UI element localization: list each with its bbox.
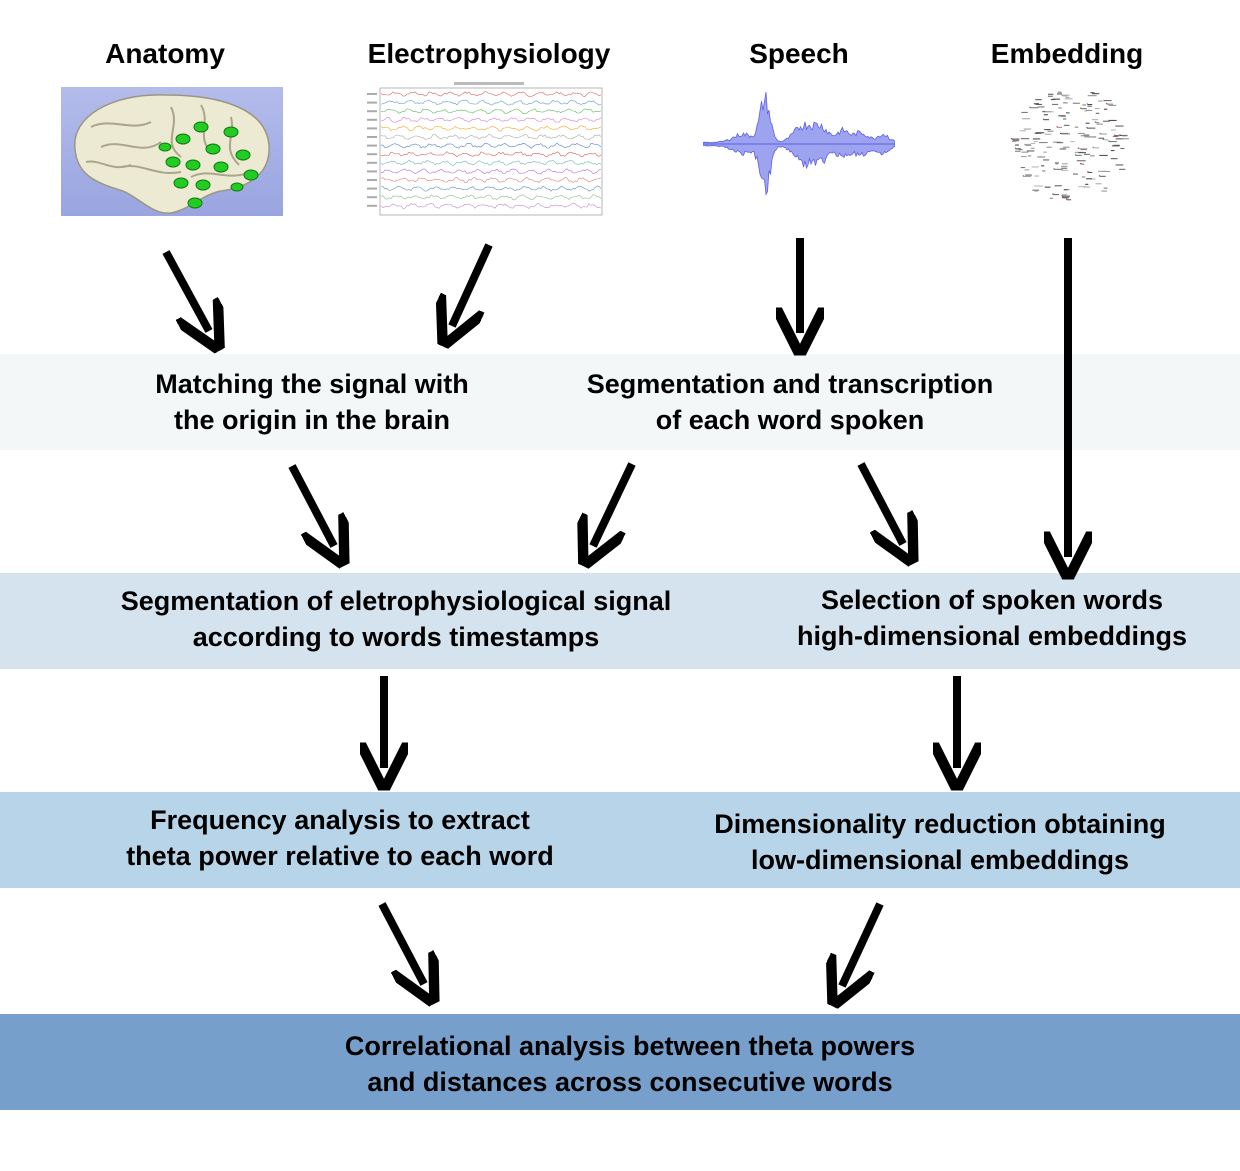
step-transcription: Segmentation and transcription of each w…	[545, 366, 1035, 438]
step-matching-line2: the origin in the brain	[174, 405, 450, 435]
eeg-trace	[380, 202, 602, 209]
arrow-anatomy-to-matching	[162, 250, 209, 331]
eeg-trace	[380, 194, 602, 201]
eeg-trace	[380, 108, 602, 115]
speech-waveform-image	[703, 88, 895, 200]
step-reduction: Dimensionality reduction obtaining low-d…	[680, 806, 1200, 878]
eeg-trace	[380, 142, 602, 149]
eeg-trace	[380, 99, 602, 106]
step-selection-line1: Selection of spoken words	[820, 585, 1164, 615]
band-level-3	[0, 792, 1240, 888]
step-reduction-line1: Dimensionality reduction obtaining	[714, 809, 1166, 839]
step-segmentation: Segmentation of eletrophysiological sign…	[70, 583, 722, 655]
eeg-trace	[381, 185, 602, 192]
eeg-trace	[380, 91, 602, 97]
arrow-reduction-to-correlation	[842, 902, 884, 986]
eeg-trace	[380, 116, 602, 123]
arrow-frequency-to-correlation	[378, 902, 424, 984]
step-segmentation-line2: according to words timestamps	[192, 622, 600, 652]
step-selection-line2: high-dimensional embeddings	[796, 621, 1188, 651]
eeg-traces-image	[364, 80, 606, 223]
arrow-transcription-to-segmentation	[593, 462, 636, 546]
brain-image	[61, 87, 283, 216]
heading-anatomy: Anatomy	[105, 38, 225, 69]
eeg-trace	[380, 159, 602, 166]
step-correlation-line1: Correlational analysis between theta pow…	[344, 1031, 916, 1061]
arrow-electro-to-matching	[452, 243, 493, 326]
arrow-transcription-to-selection	[857, 462, 903, 544]
step-transcription-line2: of each word spoken	[655, 405, 925, 435]
step-frequency: Frequency analysis to extract theta powe…	[82, 802, 598, 874]
step-frequency-line1: Frequency analysis to extract	[150, 805, 530, 835]
heading-speech: Speech	[749, 38, 849, 69]
eeg-trace	[380, 168, 602, 175]
heading-embedding: Embedding	[990, 38, 1144, 69]
step-transcription-line1: Segmentation and transcription	[586, 369, 994, 399]
step-reduction-line2: low-dimensional embeddings	[750, 845, 1130, 875]
band-level-1	[0, 354, 1240, 450]
step-matching-line1: Matching the signal with	[155, 369, 469, 399]
heading-electrophysiology: Electrophysiology	[367, 38, 611, 69]
band-level-2	[0, 573, 1240, 669]
eeg-trace	[380, 177, 602, 184]
band-level-4	[0, 1014, 1240, 1110]
eeg-trace	[380, 133, 602, 140]
step-frequency-line2: theta power relative to each word	[126, 841, 554, 871]
step-matching: Matching the signal with the origin in t…	[112, 366, 512, 438]
eeg-trace	[380, 151, 602, 158]
step-segmentation-line1: Segmentation of eletrophysiological sign…	[120, 586, 672, 616]
step-correlation: Correlational analysis between theta pow…	[270, 1028, 990, 1100]
eeg-trace	[380, 125, 602, 132]
embedding-scatter-image	[1004, 80, 1130, 210]
step-selection: Selection of spoken words high-dimension…	[772, 582, 1212, 654]
arrow-matching-to-segmentation	[288, 464, 334, 546]
step-correlation-line2: and distances across consecutive words	[367, 1067, 893, 1097]
